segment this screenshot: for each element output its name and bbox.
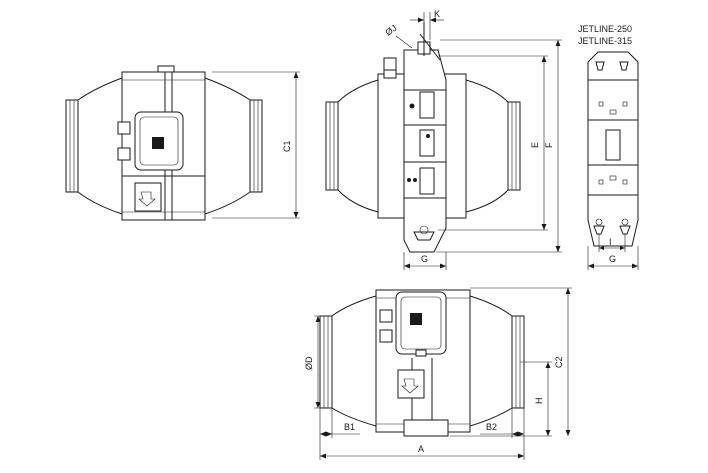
view-side-left: C1 bbox=[65, 65, 300, 221]
model-label-315: JETLINE-315 bbox=[578, 36, 632, 46]
dim-label-g-front: G bbox=[421, 254, 428, 264]
dim-label-i: I bbox=[609, 237, 612, 247]
view-side-right: K ØJ E F G bbox=[325, 9, 562, 270]
dim-label-b1: B1 bbox=[344, 422, 355, 432]
dim-label-e: E bbox=[530, 142, 540, 148]
dim-label-a: A bbox=[418, 444, 424, 454]
dim-label-c2: C2 bbox=[554, 356, 564, 368]
dim-label-g-detail: G bbox=[609, 254, 616, 264]
dim-label-k: K bbox=[434, 9, 440, 19]
dim-label-f: F bbox=[544, 142, 554, 148]
view-bottom: ØD H C2 B1 B2 A bbox=[304, 287, 572, 460]
dim-label-j: ØJ bbox=[383, 23, 398, 38]
dim-label-b2: B2 bbox=[486, 422, 497, 432]
dim-label-h: H bbox=[534, 398, 544, 405]
dim-label-c1: C1 bbox=[282, 140, 292, 152]
dim-label-d: ØD bbox=[304, 356, 314, 370]
model-label-250: JETLINE-250 bbox=[578, 24, 632, 34]
view-bracket-detail: JETLINE-250 JETLINE-315 I G bbox=[578, 24, 639, 270]
